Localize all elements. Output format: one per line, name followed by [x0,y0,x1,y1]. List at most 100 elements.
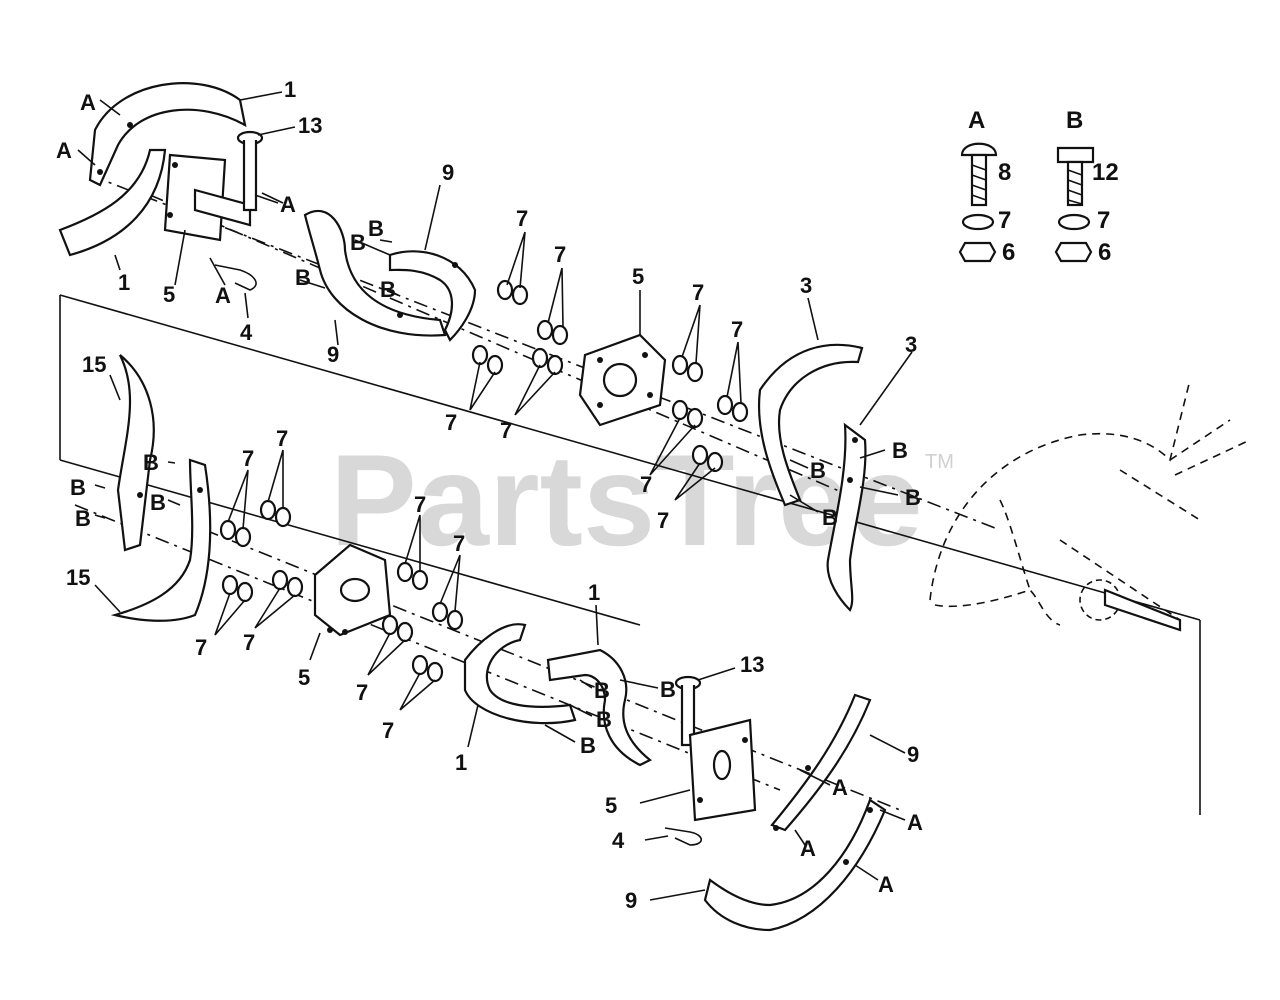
tine-9-lower-right [770,693,872,832]
legend-B-washer-no: 7 [1097,207,1110,234]
callout-label: 1 [118,270,130,295]
callout-label: 13 [740,652,764,677]
tine-shield-outline [59,294,1201,815]
callout-label: 7 [731,317,743,342]
callout-labels: 1 13 A A A A 1 5 4 9 9 B B B B 7 7 7 7 5… [56,77,923,913]
clevis-pin-13-lower [674,675,702,747]
tine-15-lower [110,458,212,622]
hex-nut-B [1054,241,1093,263]
lower-tine-assembly [110,354,887,932]
callout-label: B [596,707,612,732]
callout-label: A [907,810,923,835]
washers-7-lower [219,499,464,683]
callout-label: A [800,836,816,861]
callout-label: 5 [605,793,617,818]
legend-A-bolt-no: 8 [998,159,1011,186]
hex-nut-A [958,241,997,263]
legend-B-bolt-no: 12 [1092,159,1119,186]
leader-lines [77,91,913,901]
callout-label: 9 [625,888,637,913]
callout-label: A [280,192,296,217]
lock-washer-A [961,213,995,231]
callout-label: B [810,458,826,483]
callout-label: A [56,138,72,163]
callout-label: 5 [632,264,644,289]
hardware-arrows [94,192,906,881]
tine-3-right [826,422,867,612]
callout-label: 3 [800,273,812,298]
callout-label: B [368,216,384,241]
callout-label: 1 [284,77,296,102]
legend-B-letter: B [1066,107,1083,134]
callout-label: 9 [327,342,339,367]
callout-label: 7 [276,426,288,451]
callout-label: 7 [445,410,457,435]
tine-1-upper [88,82,247,187]
callout-label: 7 [554,242,566,267]
legend-A-washer-no: 7 [998,207,1011,234]
tine-9-lower-bottom [703,798,887,932]
callout-label: 7 [657,508,669,533]
callout-label: B [295,265,311,290]
tine-1-lower-assembly [463,623,577,725]
callout-label: 5 [298,665,310,690]
hex-bolt-B [1056,146,1095,207]
callout-label: B [143,450,159,475]
legend-A-letter: A [968,107,985,134]
legend-B-nut-no: 6 [1098,239,1111,266]
callout-label: 1 [455,750,467,775]
callout-label: 7 [414,492,426,517]
tiller-housing-dashed [929,379,1251,632]
callout-label: A [80,90,96,115]
callout-label: B [905,485,921,510]
callout-label: 4 [240,320,253,345]
callout-label: B [380,277,396,302]
callout-label: 13 [298,113,322,138]
callout-label: B [822,505,838,530]
lock-washer-B [1057,213,1091,231]
tine-3-left [757,343,864,507]
tine-9-left-upper [303,209,447,337]
callout-label: A [832,775,848,800]
watermark-tm: TM [925,451,954,473]
callout-label: B [70,475,86,500]
washers-7-upper [471,279,749,473]
callout-label: 7 [692,280,704,305]
callout-label: 15 [66,565,90,590]
callout-label: 3 [905,332,917,357]
callout-label: B [150,490,166,515]
callout-label: 7 [195,635,207,660]
hairpin-clip-4-lower [664,827,703,846]
callout-label: 4 [612,828,625,853]
legend-A-nut-no: 6 [1002,239,1015,266]
callout-label: A [215,283,231,308]
callout-label: B [594,678,610,703]
callout-label: 7 [640,472,652,497]
callout-label: B [75,506,91,531]
hairpin-clip-4-upper [214,264,257,291]
tine-9-right-upper [388,250,477,342]
clevis-pin-13-upper [236,130,264,212]
callout-label: 7 [453,531,465,556]
callout-label: 1 [588,580,600,605]
callout-label: 5 [163,282,175,307]
tine-1-lower [58,148,167,257]
tine-15-upper [116,354,155,552]
callout-label: B [892,438,908,463]
upper-tine-assembly [58,82,867,612]
hardware-legend: A B 8 7 6 12 7 6 [958,107,1119,266]
callout-label: 7 [243,630,255,655]
callout-label: B [580,733,596,758]
callout-label: 9 [907,742,919,767]
carriage-bolt-A [960,142,998,207]
callout-label: 9 [442,160,454,185]
callout-label: A [878,872,894,897]
callout-label: 15 [82,352,106,377]
callout-label: 7 [242,446,254,471]
callout-label: 7 [356,680,368,705]
callout-label: 7 [500,418,512,443]
watermark: PartsTree [330,427,923,573]
callout-label: 7 [382,718,394,743]
callout-label: B [660,677,676,702]
